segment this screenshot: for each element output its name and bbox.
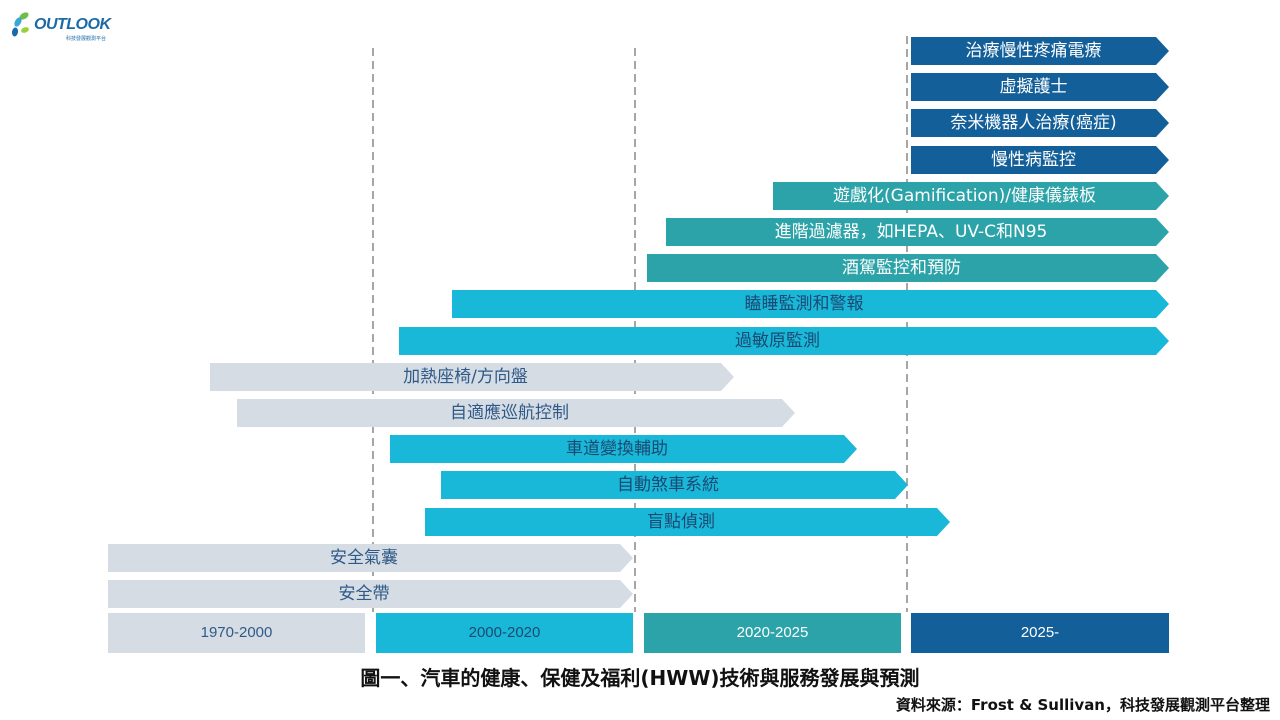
tech-arrow-shape: [647, 254, 1169, 282]
tech-arrow-9: 加熱座椅/方向盤: [210, 363, 734, 391]
tech-arrow-12: 自動煞車系統: [441, 471, 908, 499]
tech-arrow-shape: [911, 73, 1169, 101]
tech-arrow-label: 盲點偵測: [647, 512, 715, 532]
logo-subtitle: 科技發展觀測平台: [66, 36, 107, 42]
tech-arrow-label: 治療慢性疼痛電療: [965, 41, 1102, 61]
tech-arrow-shape: [210, 363, 734, 391]
tech-arrow-label: 過敏原監測: [735, 331, 820, 351]
outlook-logo: OUTLOOK 科技發展觀測平台: [10, 6, 120, 46]
tech-arrow-shape: [452, 290, 1169, 318]
tech-arrow-shape: [911, 146, 1169, 174]
tech-arrow-shape: [390, 435, 857, 463]
tech-arrow-label: 慢性病監控: [991, 150, 1076, 170]
logo-text: OUTLOOK: [34, 16, 111, 33]
tech-arrow-15: 安全帶: [108, 580, 633, 608]
source-note: 資料來源：Frost & Sullivan，科技發展觀測平台整理: [895, 696, 1270, 714]
tech-arrow-shape: [237, 399, 795, 427]
tech-arrow-10: 自適應巡航控制: [237, 399, 795, 427]
leaf-cluster-icon: [11, 12, 29, 37]
tech-arrow-shape: [911, 37, 1169, 65]
tech-arrow-label: 安全氣囊: [330, 548, 398, 568]
tech-arrow-label: 車道變換輔助: [566, 439, 668, 459]
tech-arrow-label: 進階過濾器，如HEPA、UV-C和N95: [774, 222, 1048, 242]
tech-arrow-4: 遊戲化(Gamification)/健康儀錶板: [773, 182, 1169, 210]
period-2000-2020: 2000-2020: [376, 613, 633, 653]
tech-arrow-shape: [773, 182, 1169, 210]
period-1970-2000: 1970-2000: [108, 613, 365, 653]
tech-arrow-0: 治療慢性疼痛電療: [911, 37, 1169, 65]
tech-arrow-shape: [108, 544, 633, 572]
period-2025-onward: 2025-: [911, 613, 1169, 653]
tech-arrow-shape: [666, 218, 1169, 246]
tech-arrow-6: 酒駕監控和預防: [647, 254, 1169, 282]
tech-arrow-7: 瞌睡監測和警報: [452, 290, 1169, 318]
tech-arrow-label: 虛擬護士: [999, 77, 1068, 97]
tech-arrow-shape: [399, 327, 1169, 355]
tech-arrow-3: 慢性病監控: [911, 146, 1169, 174]
tech-arrow-label: 加熱座椅/方向盤: [403, 367, 528, 387]
tech-arrow-5: 進階過濾器，如HEPA、UV-C和N95: [666, 218, 1169, 246]
tech-arrow-8: 過敏原監測: [399, 327, 1169, 355]
tech-arrow-label: 自動煞車系統: [617, 475, 719, 495]
tech-arrow-label: 奈米機器人治療(癌症): [950, 113, 1117, 133]
tech-arrow-label: 酒駕監控和預防: [842, 258, 961, 278]
tech-arrow-shape: [441, 471, 908, 499]
tech-arrow-13: 盲點偵測: [425, 508, 950, 536]
tech-arrow-shape: [425, 508, 950, 536]
tech-arrow-11: 車道變換輔助: [390, 435, 857, 463]
tech-arrow-label: 安全帶: [338, 584, 390, 604]
tech-arrow-label: 瞌睡監測和警報: [744, 294, 864, 314]
tech-arrow-14: 安全氣囊: [108, 544, 633, 572]
period-2020-2025: 2020-2025: [644, 613, 901, 653]
tech-arrow-1: 虛擬護士: [911, 73, 1169, 101]
figure-caption: 圖一、汽車的健康、保健及福利(HWW)技術與服務發展與預測: [360, 666, 920, 690]
tech-arrow-label: 遊戲化(Gamification)/健康儀錶板: [833, 186, 1096, 206]
tech-arrow-shape: [911, 109, 1169, 137]
tech-arrow-2: 奈米機器人治療(癌症): [911, 109, 1169, 137]
tech-arrow-shape: [108, 580, 633, 608]
tech-arrow-label: 自適應巡航控制: [450, 403, 569, 423]
